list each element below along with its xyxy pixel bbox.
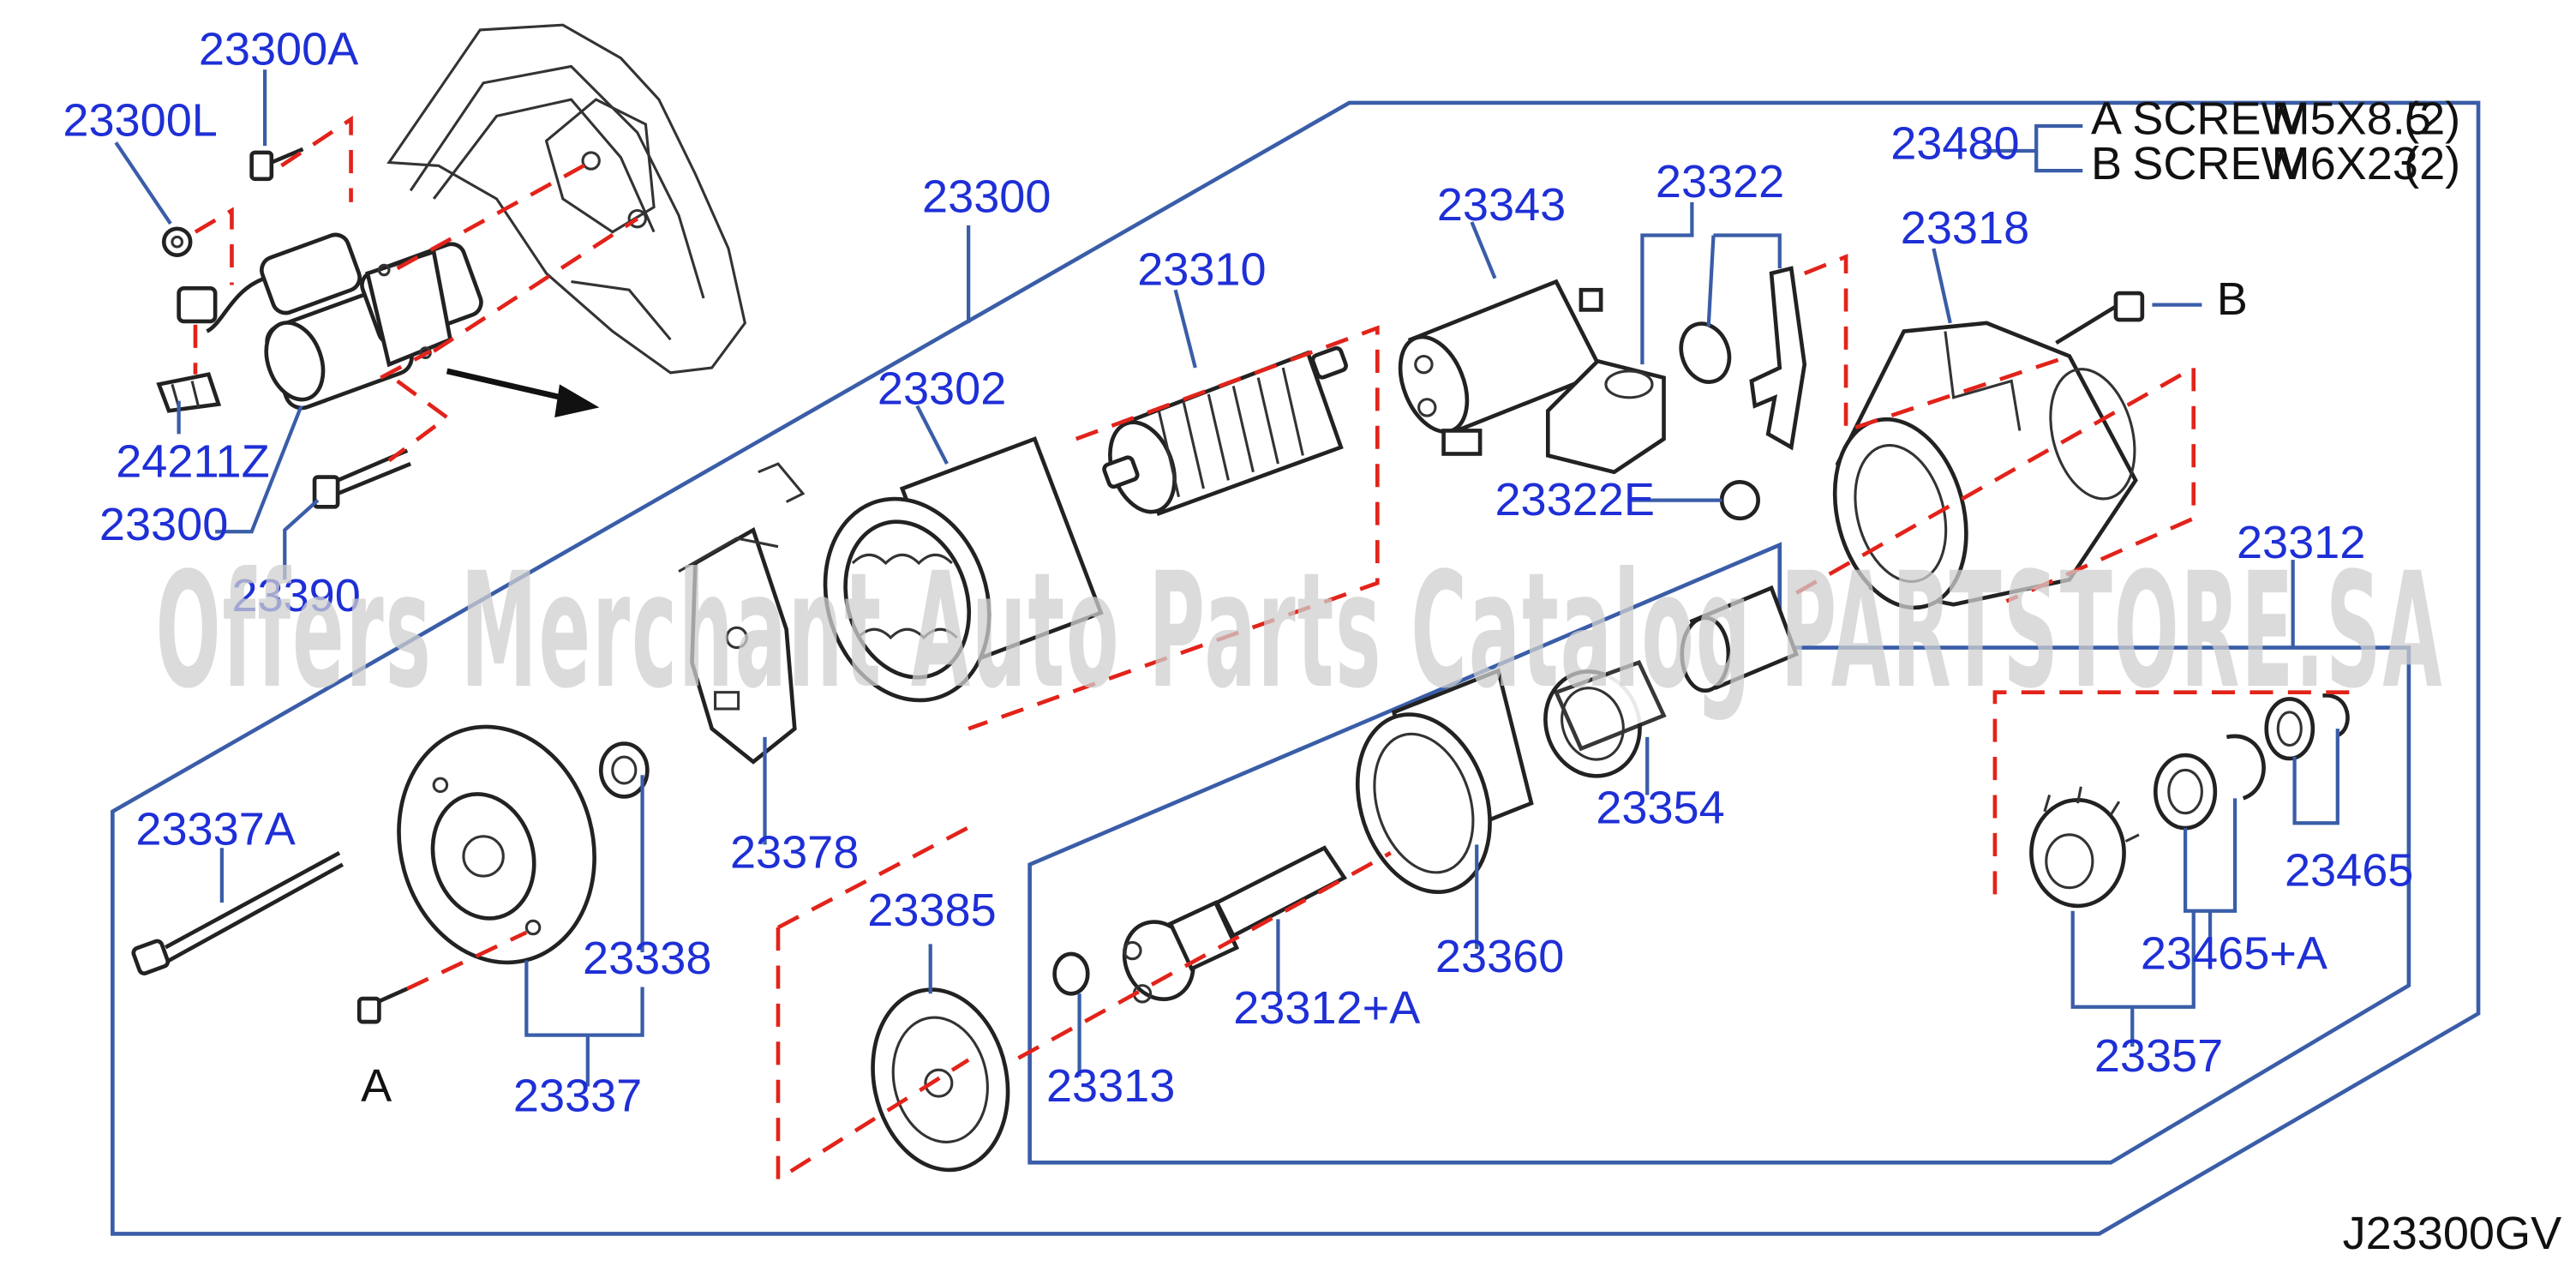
main-assembly-frame xyxy=(111,100,2481,1236)
part-labels: 23300A 23300L 24211Z 23300 23390 23300 2… xyxy=(63,24,2413,1122)
bolt-23390 xyxy=(312,448,411,509)
drive-assembly-frame xyxy=(1027,542,2411,1165)
label-23338: 23338 xyxy=(583,933,711,984)
rear-cover-23337 xyxy=(397,724,596,965)
armature-dashed-box xyxy=(967,325,1380,731)
label-23318: 23318 xyxy=(1901,202,2029,254)
label-23300A: 23300A xyxy=(199,24,358,75)
screw-row-a-ref: A xyxy=(2091,93,2122,145)
label-23312A: 23312+A xyxy=(1233,982,1420,1034)
spring-disc-23322 xyxy=(1679,321,1732,384)
watermark: Offers Merchant Auto Parts Catalog PARTS… xyxy=(156,538,2444,723)
engine-housing-outline xyxy=(386,23,747,375)
shaft-dashed xyxy=(984,851,1392,1078)
label-23360: 23360 xyxy=(1435,931,1564,982)
label-23310: 23310 xyxy=(1137,243,1266,295)
housing-dashed-1 xyxy=(1803,254,2070,434)
label-23385: 23385 xyxy=(867,885,996,936)
screw-table: A SCREW M5X8.5 (2) B SCREW M6X23 (2) xyxy=(2091,93,2460,189)
label-ref-B: B xyxy=(2217,273,2248,325)
ring-23465A xyxy=(2153,753,2218,831)
label-23312: 23312 xyxy=(2237,517,2365,568)
solenoid-switch-23343 xyxy=(1398,279,1606,456)
screw-row-a-size: M5X8.5 xyxy=(2272,93,2431,145)
pinion-dashed xyxy=(1992,690,2351,895)
screw-row-b-ref: B xyxy=(2091,138,2122,189)
label-23337: 23337 xyxy=(513,1070,642,1121)
collar-23354 xyxy=(1543,660,1667,778)
pinion-23357 xyxy=(2029,786,2140,909)
label-23378: 23378 xyxy=(730,826,859,878)
label-23465A: 23465+A xyxy=(2141,927,2327,979)
internal-gear-23360 xyxy=(1355,668,1534,895)
bolt-23300A xyxy=(249,147,304,182)
label-23300-overview: 23300 xyxy=(99,499,228,550)
screw-row-a-qty: (2) xyxy=(2404,93,2460,145)
label-ref-A: A xyxy=(361,1060,392,1112)
leader-lines xyxy=(114,69,2339,1087)
label-23354: 23354 xyxy=(1596,782,1724,833)
diagram-code: J23300GV xyxy=(2343,1208,2562,1259)
ball-23322E xyxy=(1719,480,1760,521)
screw-row-a-name: SCREW xyxy=(2132,93,2304,145)
label-23480: 23480 xyxy=(1890,118,2019,170)
bracket-dashed-box xyxy=(776,927,970,1183)
planet-gear-23313 xyxy=(1052,951,1090,996)
brush-plate-23378 xyxy=(678,462,806,765)
lever-23322 xyxy=(1749,266,1807,451)
label-23343: 23343 xyxy=(1437,179,1566,231)
planet-shaft-23312A xyxy=(1122,845,1348,1004)
clip-23465 xyxy=(2322,693,2350,738)
screw-A-dashed xyxy=(406,930,528,991)
label-23337A: 23337A xyxy=(135,803,295,855)
label-23313: 23313 xyxy=(1046,1060,1175,1112)
brush-block-23322 xyxy=(1545,358,1666,475)
label-23390: 23390 xyxy=(231,570,360,621)
connector-plug xyxy=(177,285,218,324)
label-24211Z: 24211Z xyxy=(116,436,269,488)
shaft-23312 xyxy=(1680,585,1800,693)
label-23465: 23465 xyxy=(2285,845,2413,897)
label-23322E: 23322E xyxy=(1495,474,1654,525)
washer-23465 xyxy=(2264,697,2315,761)
direction-arrow xyxy=(446,368,600,417)
wire-connector-23300L xyxy=(161,226,193,257)
screw-B xyxy=(2055,291,2145,345)
bearing-23338 xyxy=(598,741,650,799)
label-23302: 23302 xyxy=(878,363,1006,415)
through-bolt-23337A xyxy=(131,851,344,975)
label-23322: 23322 xyxy=(1656,156,1784,207)
snap-ring-23465A xyxy=(2226,734,2266,801)
starter-overview-illustration xyxy=(206,232,483,411)
screw-row-b-name: SCREW xyxy=(2132,138,2304,189)
label-23357: 23357 xyxy=(2094,1030,2223,1082)
bracket-24211Z xyxy=(156,372,222,413)
screw-row-b-qty: (2) xyxy=(2404,138,2460,189)
screw-A xyxy=(356,987,409,1024)
dashed-mount-lines-small xyxy=(193,115,639,463)
yoke-23302 xyxy=(823,436,1104,703)
label-23300-assembly: 23300 xyxy=(922,171,1051,222)
label-23300L: 23300L xyxy=(63,95,217,147)
armature-23310 xyxy=(1102,345,1348,517)
screw-row-b-size: M6X23 xyxy=(2272,138,2418,189)
